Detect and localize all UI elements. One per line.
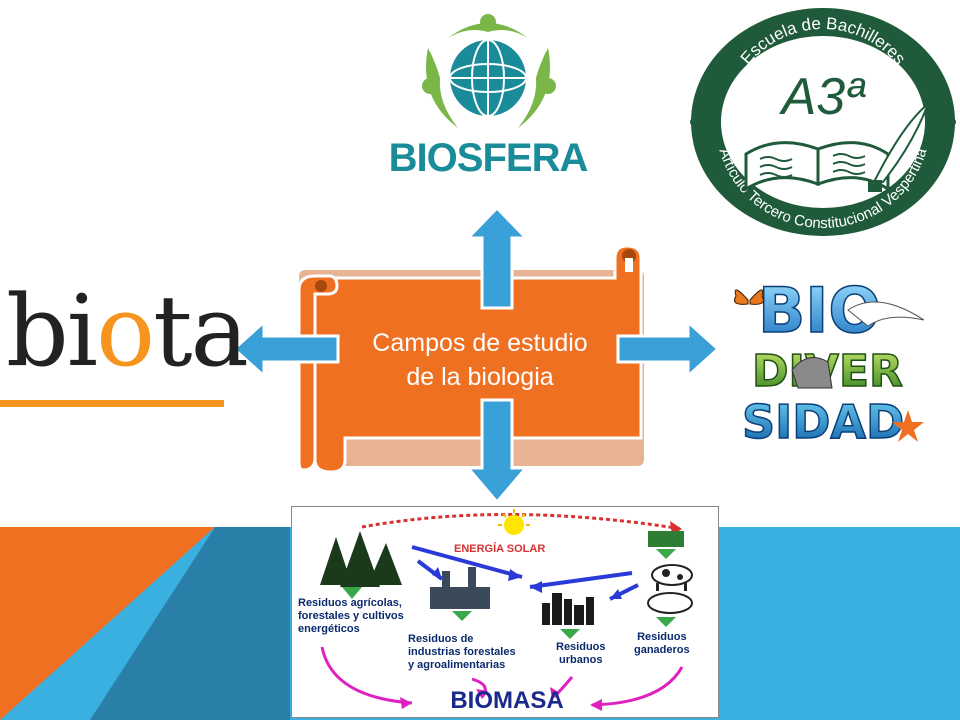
central-title-line1: Campos de estudio (372, 329, 588, 357)
biosfera-label: BIOSFERA (388, 136, 589, 180)
biosfera-logo: BIOSFERA (388, 8, 588, 184)
central-title-line2: de la biologia (406, 363, 554, 391)
orange-corner-triangle (0, 527, 215, 720)
biodiversidad-graphic: BIO DIVER SIDAD (734, 273, 924, 444)
seal-monogram: A3ª (779, 68, 867, 126)
biodiversidad-logo: BIO DIVER SIDAD (728, 270, 924, 444)
biota-prefix: bi (6, 275, 98, 389)
forest-icon (320, 531, 402, 587)
wolf-icon (791, 357, 833, 389)
escuela-seal: Escuela de Bachilleres Artículo Tercero … (688, 4, 958, 242)
starfish-icon (892, 410, 924, 442)
globe-people-icon (422, 14, 556, 128)
biota-logo: biota (0, 272, 249, 412)
bird-icon (847, 301, 924, 327)
residuos-agricolas-label: Residuos agrícolas,forestales y cultivos… (298, 597, 404, 635)
dark-blue-triangle (90, 527, 290, 720)
biota-underline (0, 400, 224, 407)
quill-icon (868, 100, 931, 192)
solar-energy-arrows (411, 545, 639, 601)
city-icon (542, 593, 594, 625)
biota-suffix: ta (153, 275, 249, 389)
biota-word: biota (6, 272, 249, 392)
seal-graphic: Escuela de Bachilleres Artículo Tercero … (690, 8, 956, 236)
biomasa-title: BIOMASA (450, 687, 564, 714)
factory-icon (430, 567, 490, 609)
biodiversidad-line3: SIDAD (742, 395, 904, 444)
cow-icon (651, 564, 693, 591)
top-cycle-arrow (361, 513, 683, 531)
central-title: Campos de estudio de la biologia (330, 326, 630, 394)
crops-icon (648, 531, 684, 547)
energia-solar-label: ENERGÍA SOLAR (454, 543, 546, 555)
sun-icon (498, 509, 530, 535)
pig-icon (647, 592, 693, 614)
butterfly-icon (734, 289, 764, 305)
book-icon (744, 141, 890, 192)
biota-highlight: o (96, 275, 155, 389)
biomasa-graphics (320, 509, 693, 711)
biomasa-diagram: ENERGÍA SOLAR Residuos agrícolas,foresta… (291, 506, 719, 718)
